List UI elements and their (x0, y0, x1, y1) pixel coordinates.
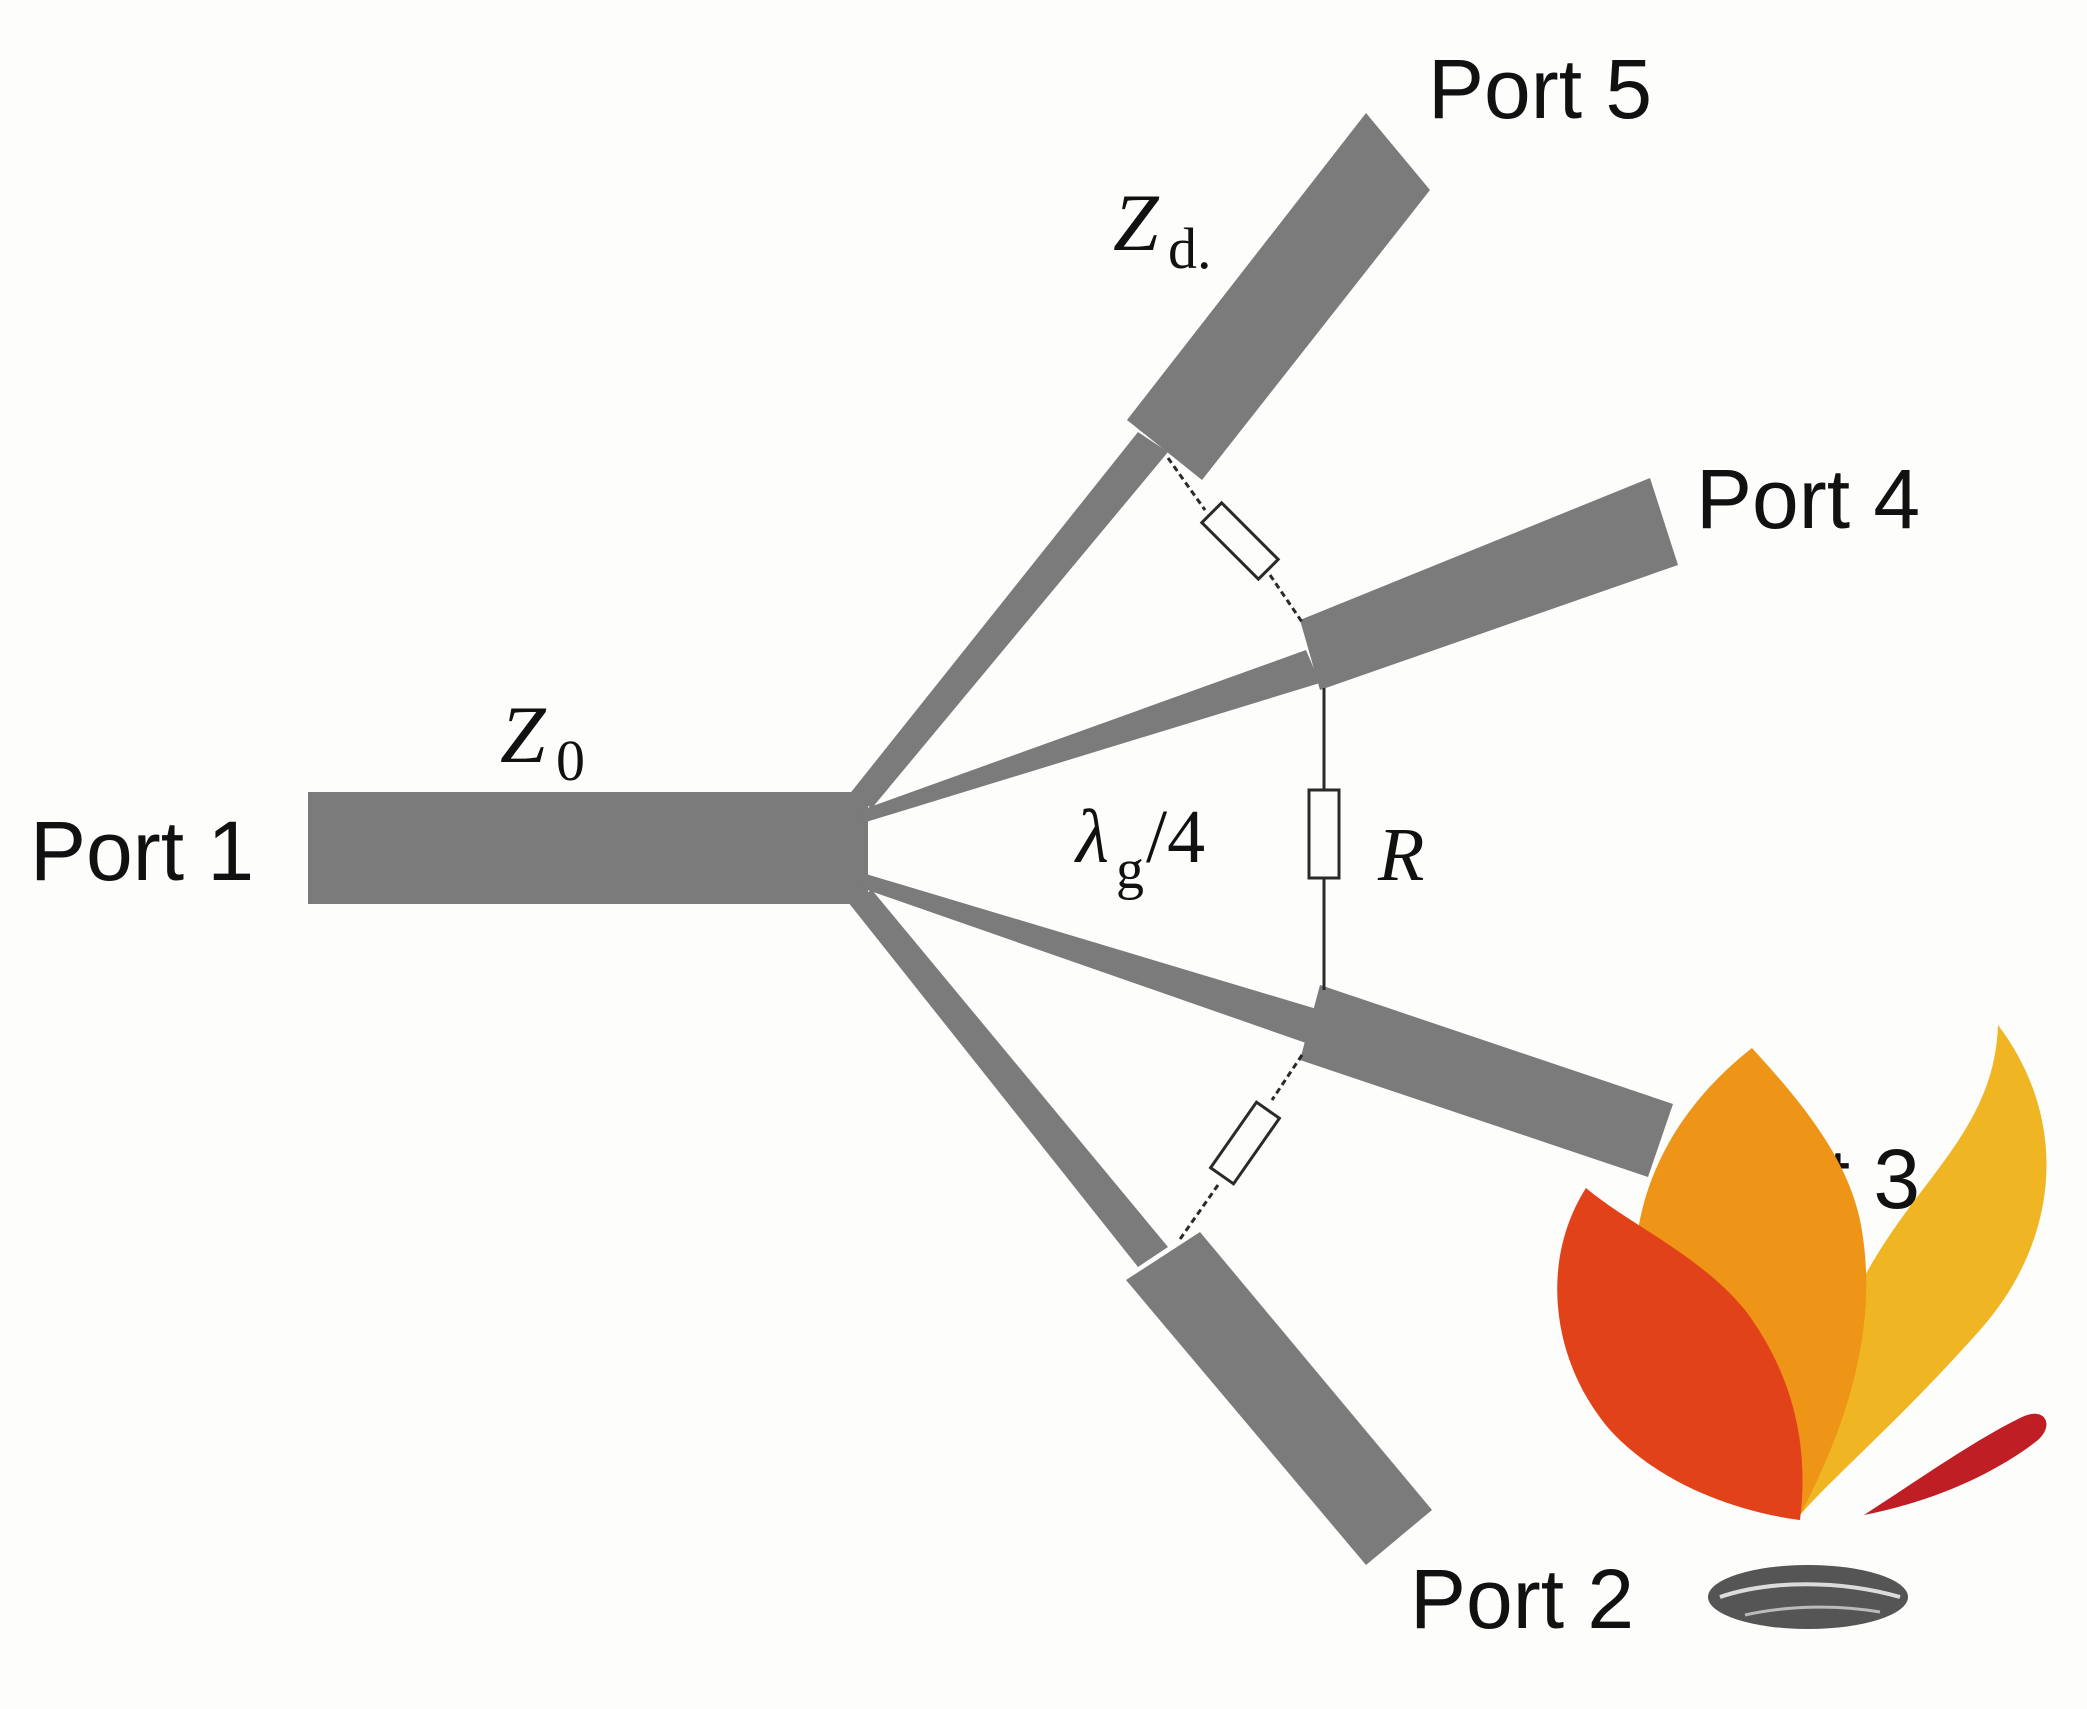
section-port3-wide (1300, 985, 1673, 1177)
svg-text:λ: λ (1074, 795, 1109, 879)
feed-line-port1 (308, 792, 868, 904)
svg-text:/4: /4 (1146, 795, 1205, 879)
resistor-icon (1208, 1100, 1282, 1186)
svg-text:Z: Z (500, 689, 547, 780)
isolation-resistors (1166, 457, 1341, 1243)
svg-text:0: 0 (556, 728, 585, 793)
arm-port5-thin (848, 432, 1168, 808)
zd-label: Z d. (1113, 177, 1212, 281)
section-port5-wide (1127, 113, 1430, 480)
svg-text:g: g (1116, 839, 1144, 901)
resistor-icon (1199, 500, 1281, 582)
arm-port4-thin (856, 650, 1320, 822)
section-port2-wide (1126, 1232, 1432, 1565)
port4-label: Port 4 (1696, 452, 1920, 546)
resistor-icon (1307, 788, 1341, 880)
arm-port3-thin (856, 874, 1320, 1043)
port2-label: Port 2 (1410, 1552, 1634, 1646)
z0-label: Z 0 (500, 689, 585, 793)
port1-label: Port 1 (30, 804, 254, 898)
section-port4-wide (1300, 478, 1678, 690)
lambda-label: λ g /4 (1074, 795, 1205, 901)
flame-logo-icon (1557, 1025, 2047, 1629)
svg-text:d.: d. (1168, 216, 1212, 281)
svg-text:Z: Z (1113, 177, 1160, 268)
microstrip-traces (308, 113, 1678, 1565)
arm-port2-thin (848, 890, 1168, 1267)
port5-label: Port 5 (1428, 42, 1652, 136)
resistor-r-label: R (1377, 813, 1424, 897)
